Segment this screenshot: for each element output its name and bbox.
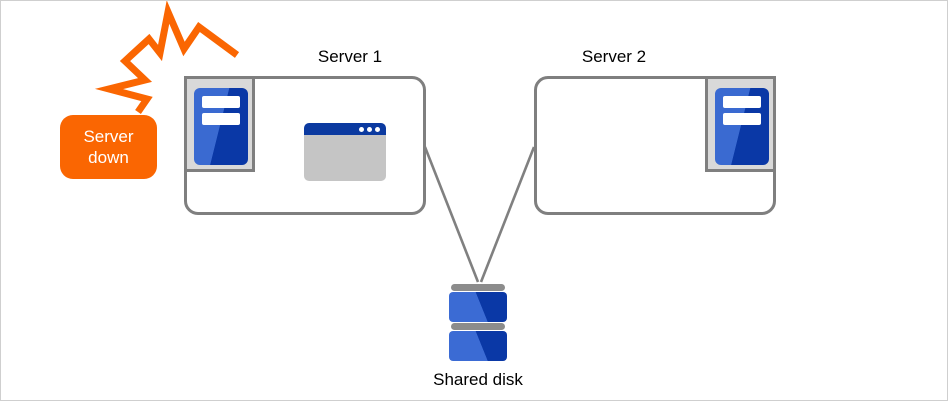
tower-drive-slot-icon <box>723 96 761 108</box>
shared-disk-platter-icon <box>451 284 505 291</box>
connector-server1-to-disk <box>423 146 480 283</box>
server-down-badge-line1: Server <box>83 127 134 146</box>
tower-drive-slot-icon <box>202 96 240 108</box>
server-down-badge: Server down <box>60 115 157 179</box>
server-tower-icon <box>715 88 769 165</box>
shared-disk-unit-icon <box>449 292 507 322</box>
shared-disk-unit-icon <box>449 331 507 361</box>
server-tower-icon <box>194 88 248 165</box>
connector-server2-to-disk <box>479 146 536 283</box>
server2-label: Server 2 <box>581 47 647 66</box>
server-down-badge-line2: down <box>88 148 129 167</box>
tower-drive-slot-icon <box>202 113 240 125</box>
tower-drive-slot-icon <box>723 113 761 125</box>
application-window-titlebar <box>304 123 386 135</box>
server1-machine-icon <box>184 76 255 172</box>
server1-label: Server 1 <box>317 47 383 66</box>
window-button-icon <box>375 126 380 132</box>
server2-machine-icon <box>705 76 776 172</box>
window-button-icon <box>359 126 364 132</box>
shared-disk-platter-icon <box>451 323 505 330</box>
window-button-icon <box>367 126 372 132</box>
shared-disk-label: Shared disk <box>433 370 523 389</box>
application-window-body <box>304 135 386 181</box>
application-window-icon <box>304 123 386 181</box>
